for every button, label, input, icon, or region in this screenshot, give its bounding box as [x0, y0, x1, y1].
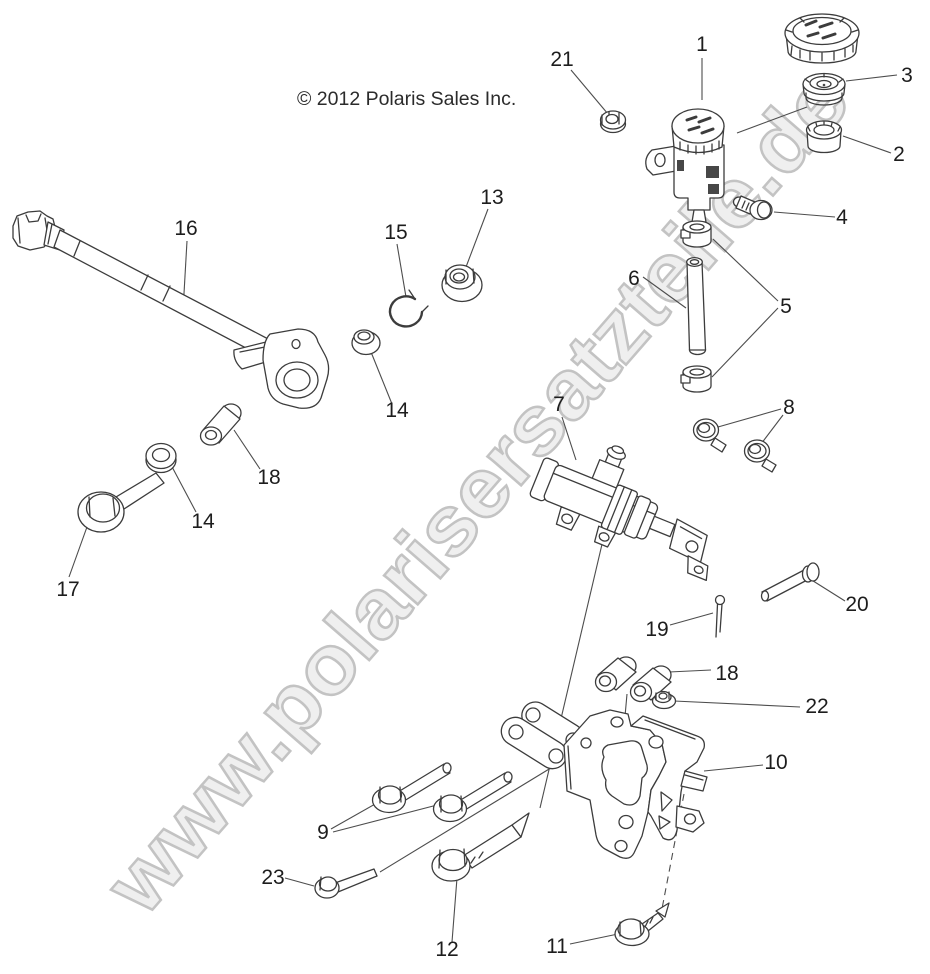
part-15-snap-ring	[388, 289, 429, 328]
callout-17: 17	[56, 578, 79, 601]
leader-8a	[717, 408, 782, 428]
part-8-screw-b	[743, 439, 777, 473]
callout-10: 10	[764, 751, 787, 774]
leader-18b	[668, 669, 712, 673]
part-3-diaphragm-plate	[802, 72, 846, 106]
callout-13: 13	[480, 186, 503, 209]
callout-14a: 14	[385, 399, 409, 422]
leader-9b	[332, 803, 442, 833]
leader-14b	[169, 462, 197, 513]
callout-6: 6	[628, 267, 640, 290]
part-2-seal	[805, 120, 843, 154]
part-13-flange-nut	[441, 264, 483, 303]
part-17-hex-bolt	[77, 472, 165, 533]
leader-21	[570, 69, 609, 115]
copyright-text: © 2012 Polaris Sales Inc.	[297, 88, 516, 110]
part-6-tube	[686, 256, 707, 356]
callout-21: 21	[550, 48, 573, 71]
callout-4: 4	[836, 206, 848, 229]
part-14-washer	[145, 442, 177, 474]
part-18-spacer-left	[199, 403, 242, 446]
assembly-centerline-bolt-23	[379, 762, 560, 873]
part-23-bolt	[314, 868, 378, 899]
part-4-screw	[732, 195, 773, 221]
assembly-centerline-screw-11	[660, 793, 685, 915]
callout-15: 15	[384, 221, 407, 244]
leader-22	[673, 700, 801, 708]
callout-16: 16	[174, 217, 197, 240]
callout-14b: 14	[191, 510, 215, 533]
leader-13	[465, 208, 489, 268]
callout-23: 23	[261, 866, 284, 889]
leader-12	[451, 877, 458, 943]
part-12-bolt	[431, 812, 530, 882]
callout-5: 5	[780, 295, 792, 318]
part-1-reservoir-cap	[784, 13, 860, 64]
callout-18a: 18	[257, 466, 280, 489]
leader-7	[561, 416, 577, 461]
leader-6	[642, 276, 687, 309]
callout-7: 7	[553, 393, 565, 416]
leader-20	[809, 578, 846, 602]
leader-15	[396, 243, 407, 298]
callout-3: 3	[901, 64, 913, 87]
part-10-mounting-bracket	[500, 701, 708, 859]
part-5-grommet-lower	[680, 365, 712, 393]
part-7-master-cylinder	[529, 445, 709, 582]
part-21-hex-nut	[599, 110, 627, 134]
part-19-cotter-pin	[714, 594, 726, 638]
part-18-bushings-right	[594, 656, 672, 703]
leader-11	[569, 933, 619, 945]
callout-20: 20	[845, 593, 868, 616]
leader-14a	[370, 351, 393, 405]
part-20-clevis-pin	[760, 562, 820, 602]
part-9-bolt-b	[432, 771, 513, 823]
part-5-grommet-upper	[680, 220, 712, 248]
leader-2	[842, 135, 892, 154]
callout-19: 19	[645, 618, 668, 641]
leader-19	[669, 612, 714, 626]
part-11-screw	[614, 902, 670, 947]
leader-18a	[233, 429, 261, 470]
part-8-screw-a	[692, 418, 727, 453]
callout-12: 12	[435, 938, 458, 961]
part-14-bushing	[351, 329, 381, 356]
part-9-bolt-a	[371, 762, 452, 814]
callout-22: 22	[805, 695, 828, 718]
leader-4	[773, 211, 836, 218]
part-22-flange-nut	[651, 690, 677, 710]
leader-3	[845, 74, 898, 82]
callout-labels: 1 2 3 4 5 6 7 8 9 10 11 12 13 14 14 15 1…	[56, 33, 913, 961]
leader-8b	[760, 414, 784, 445]
leader-5a	[712, 238, 779, 302]
callout-8: 8	[783, 396, 795, 419]
leader-23	[284, 877, 315, 887]
part-1-reservoir	[645, 108, 725, 235]
callout-2: 2	[893, 143, 905, 166]
callout-18b: 18	[715, 662, 738, 685]
leader-10	[703, 764, 764, 772]
leader-5b	[711, 307, 779, 378]
callout-1: 1	[696, 33, 708, 56]
callout-9: 9	[317, 821, 329, 844]
assembly-line-reservoir-cap	[736, 106, 808, 134]
part-16-brake-pedal-lever	[12, 210, 330, 409]
callout-11: 11	[546, 935, 568, 958]
